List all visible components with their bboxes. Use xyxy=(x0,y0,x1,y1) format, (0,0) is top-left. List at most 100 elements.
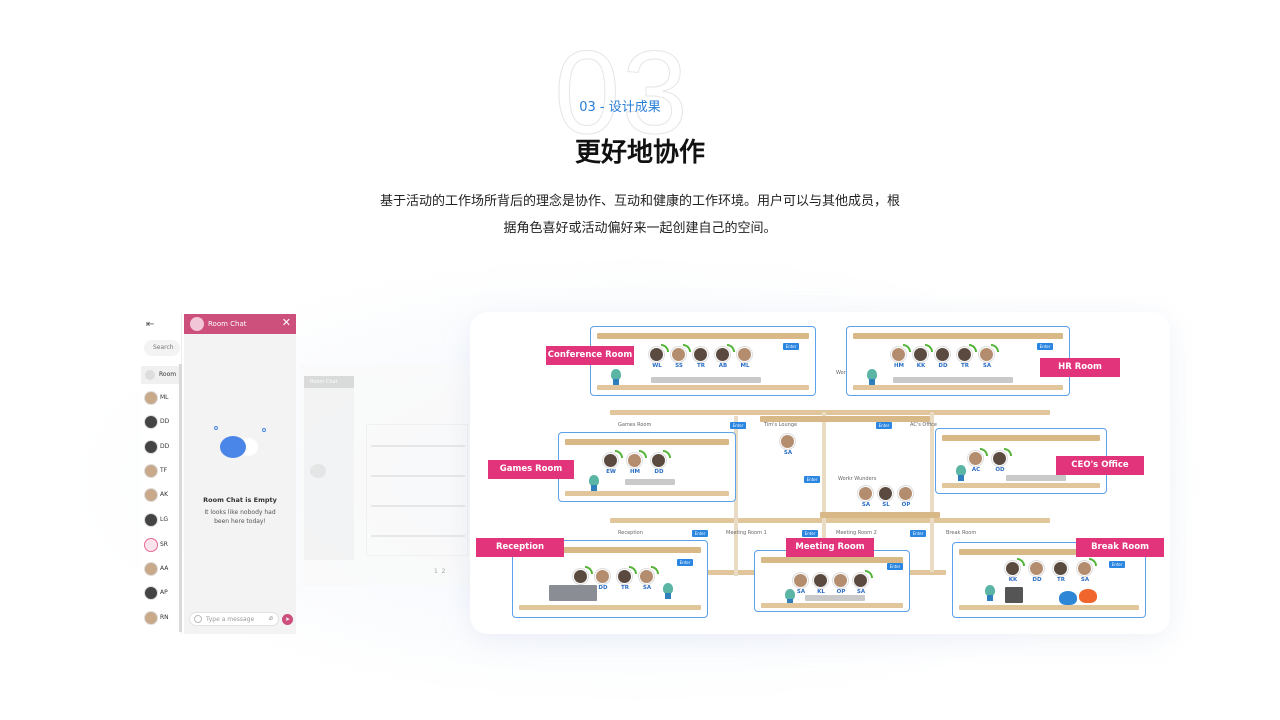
room-label-meeting[interactable]: Meeting Room xyxy=(786,538,874,557)
room-hr[interactable]: Enter HM KK DD TR SA xyxy=(846,326,1070,396)
avatar-initials: DD xyxy=(598,585,608,591)
user-avatar[interactable]: HM xyxy=(889,344,911,373)
enter-button[interactable]: Enter xyxy=(804,476,820,483)
sidebar-user-name: DD xyxy=(160,418,170,425)
background-app-mock: Room Chat 1 2 xyxy=(300,364,472,586)
avatar xyxy=(935,347,950,362)
empty-chat-illustration xyxy=(214,426,270,476)
room-label-games[interactable]: Games Room xyxy=(488,460,574,479)
user-avatar[interactable]: KK xyxy=(911,344,933,373)
sidebar-user[interactable]: TF xyxy=(144,464,182,480)
user-avatar[interactable]: SA xyxy=(856,486,876,512)
avatar xyxy=(144,415,158,429)
user-avatar[interactable]: OP xyxy=(896,486,916,512)
user-avatar[interactable]: OP xyxy=(831,573,851,599)
user-avatar[interactable]: WL xyxy=(647,344,669,373)
enter-button[interactable]: Enter xyxy=(677,559,693,566)
sidebar-user[interactable]: DD xyxy=(144,415,182,431)
plant-icon xyxy=(956,465,966,481)
emoji-icon[interactable] xyxy=(194,615,202,623)
empty-chat-subtitle: It looks like nobody had been here today… xyxy=(204,509,276,525)
enter-button[interactable]: Enter xyxy=(1109,561,1125,568)
room-label-break[interactable]: Break Room xyxy=(1076,538,1164,557)
room-conference[interactable]: Enter WL SS TR AB ML xyxy=(590,326,816,396)
send-icon[interactable]: ➤ xyxy=(282,614,293,625)
room-label-conference[interactable]: Conference Room xyxy=(546,346,634,365)
enter-button[interactable]: Enter xyxy=(783,343,799,350)
sidebar-scrollbar[interactable] xyxy=(179,364,182,632)
room-meeting[interactable]: Enter SA KL OP SA xyxy=(754,550,910,612)
search-input[interactable]: Search xyxy=(144,340,180,356)
faded-floor-line xyxy=(371,445,465,447)
avatar-initials: OD xyxy=(995,467,1005,473)
user-avatar[interactable]: TR xyxy=(691,347,711,373)
avatar xyxy=(651,453,666,468)
wifi-icon xyxy=(865,570,873,578)
sidebar-user[interactable]: AK xyxy=(144,488,182,504)
user-avatar[interactable]: SA xyxy=(778,434,798,460)
enter-button[interactable]: Enter xyxy=(876,422,892,429)
user-avatar[interactable]: DD xyxy=(933,347,953,373)
room-chat-header: Room Chat ✕ xyxy=(184,314,296,334)
avatar xyxy=(858,486,873,501)
paperclip-icon[interactable]: ⌀ xyxy=(268,614,273,622)
user-avatar[interactable]: DD xyxy=(593,569,613,595)
sidebar-user[interactable]: AP xyxy=(144,586,182,602)
sidebar-item-room[interactable]: Room xyxy=(141,366,182,384)
enter-button[interactable]: Enter xyxy=(1037,343,1053,350)
wifi-icon xyxy=(651,566,659,574)
building-pillar xyxy=(734,416,738,576)
room-floor xyxy=(761,603,903,608)
avatar xyxy=(595,569,610,584)
user-avatar[interactable]: ML xyxy=(735,347,755,373)
enter-button[interactable]: Enter xyxy=(910,530,926,537)
sidebar-user[interactable]: LG xyxy=(144,513,182,529)
user-avatar[interactable]: TR xyxy=(1051,561,1071,587)
enter-button[interactable]: Enter xyxy=(802,530,818,537)
room-reception[interactable]: Enter KK DD TR SA xyxy=(512,540,708,618)
sidebar-user[interactable]: ML xyxy=(144,391,182,407)
user-avatar[interactable]: DD xyxy=(1027,561,1047,587)
room-break[interactable]: Enter KK DD TR SA xyxy=(952,542,1146,618)
sidebar-user[interactable]: RN xyxy=(144,611,182,627)
user-avatar[interactable]: SA xyxy=(791,573,811,599)
user-avatar[interactable]: OD xyxy=(990,448,1012,477)
room-ceiling xyxy=(959,549,1139,555)
collapse-left-icon[interactable]: ⇤ xyxy=(146,319,155,330)
sidebar-user[interactable]: AA xyxy=(144,562,182,578)
room-label-reception[interactable]: Reception xyxy=(476,538,564,557)
avatar xyxy=(737,347,752,362)
user-avatar[interactable]: SA xyxy=(977,344,999,373)
close-icon[interactable]: ✕ xyxy=(281,316,291,329)
enter-button[interactable]: Enter xyxy=(692,530,708,537)
avatar xyxy=(627,453,642,468)
user-avatar[interactable]: EW xyxy=(601,450,623,479)
user-avatar[interactable]: AC xyxy=(966,448,988,477)
user-avatar[interactable]: TR xyxy=(615,566,637,595)
user-avatar[interactable]: SL xyxy=(876,486,896,512)
avatar xyxy=(853,573,868,588)
user-avatar[interactable]: SA xyxy=(637,566,659,595)
enter-button[interactable]: Enter xyxy=(887,563,903,570)
avatar xyxy=(793,573,808,588)
avatar xyxy=(957,347,972,362)
room-games[interactable]: EW HM DD xyxy=(558,432,736,502)
user-avatar[interactable]: SA xyxy=(1075,558,1097,587)
room-label-ceo-office[interactable]: CEO's Office xyxy=(1056,456,1144,475)
message-input[interactable]: Type a message ⌀ xyxy=(189,612,279,626)
user-avatar[interactable]: TR xyxy=(955,344,977,373)
room-label-hr[interactable]: HR Room xyxy=(1040,358,1120,377)
user-avatar[interactable]: KL xyxy=(811,573,831,599)
user-avatar[interactable]: AB xyxy=(713,344,735,373)
enter-button[interactable]: Enter xyxy=(730,422,746,429)
avatar-initials: TR xyxy=(621,585,629,591)
sidebar-user[interactable]: DD xyxy=(144,440,182,456)
sidebar-user-name: AA xyxy=(160,565,169,572)
user-avatar[interactable]: KK xyxy=(1003,558,1025,587)
user-avatar[interactable]: SA xyxy=(851,570,873,599)
user-avatar[interactable]: SS xyxy=(669,344,691,373)
user-avatar[interactable]: DD xyxy=(649,450,671,479)
avatar xyxy=(617,569,632,584)
sidebar-user[interactable]: SR xyxy=(144,538,182,554)
user-avatar[interactable]: HM xyxy=(625,450,647,479)
